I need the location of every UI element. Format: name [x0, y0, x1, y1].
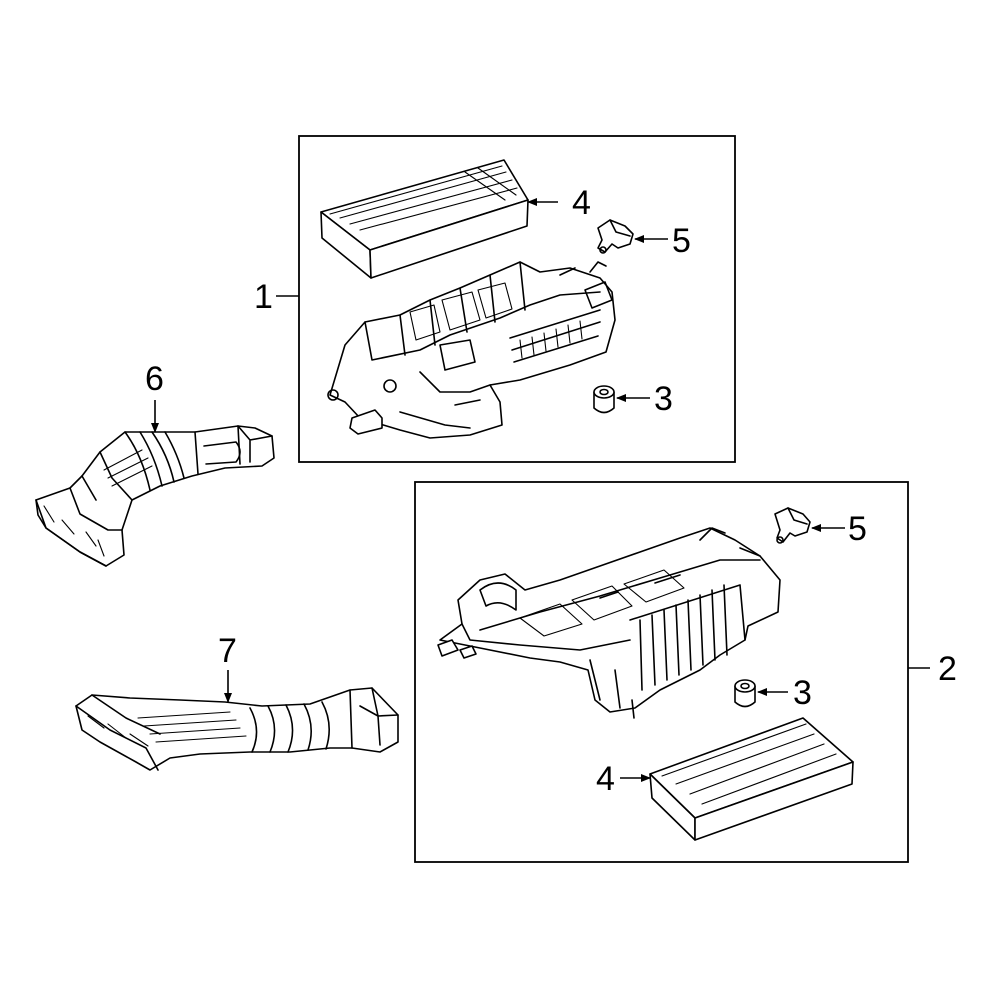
callout-1: 1	[254, 278, 273, 316]
callout-4-top: 4	[572, 184, 591, 222]
intake-duct-7[interactable]	[75, 687, 399, 771]
callout-2: 2	[938, 650, 957, 688]
air-cleaner-housing-bottom[interactable]	[437, 527, 781, 719]
callout-5-bottom: 5	[848, 510, 867, 548]
air-filter-bottom[interactable]	[649, 717, 854, 841]
callout-3-bottom: 3	[793, 674, 812, 712]
intake-duct-6[interactable]	[35, 425, 275, 567]
grommet-top[interactable]	[593, 385, 615, 414]
air-filter-top[interactable]	[320, 159, 529, 279]
callout-7: 7	[218, 632, 237, 670]
assembly-2-frame	[414, 481, 909, 863]
callout-6: 6	[145, 360, 164, 398]
sensor-top[interactable]	[597, 219, 634, 254]
grommet-bottom[interactable]	[734, 679, 756, 708]
assembly-1-frame	[298, 135, 736, 463]
sensor-bottom[interactable]	[774, 507, 811, 544]
callout-3-top: 3	[654, 380, 673, 418]
callout-5-top: 5	[672, 222, 691, 260]
air-cleaner-housing-top[interactable]	[327, 261, 616, 439]
callout-4-bottom: 4	[596, 760, 615, 798]
